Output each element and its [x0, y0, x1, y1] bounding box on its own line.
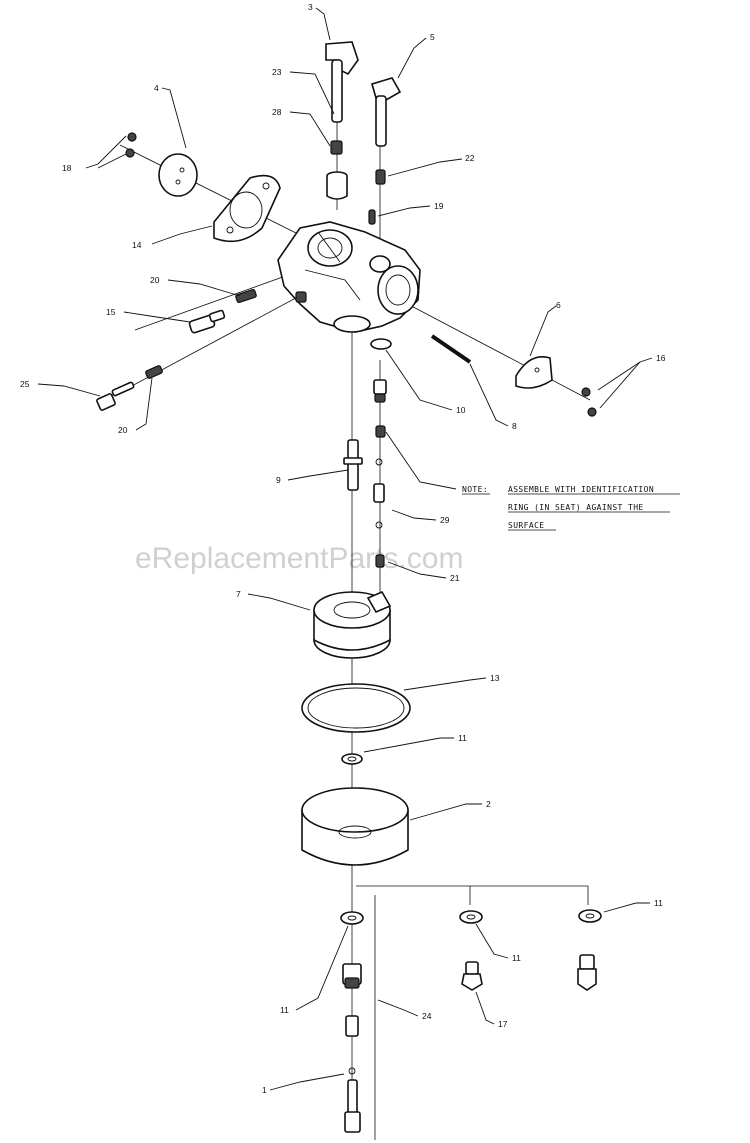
note-line-3: SURFACE [508, 521, 545, 530]
callout-24: 24 [422, 1011, 432, 1021]
leader-lines [37, 7, 653, 1091]
callout-19: 19 [434, 201, 444, 211]
float-pin [430, 334, 472, 364]
idle-speed-screw [188, 309, 226, 334]
callout-21: 21 [450, 573, 460, 583]
callout-6: 6 [556, 300, 561, 310]
callout-15: 15 [106, 307, 116, 317]
high-speed-needle [344, 1079, 361, 1133]
float-bowl-gasket [301, 683, 411, 733]
callout-7: 7 [236, 589, 241, 599]
washer [341, 753, 363, 765]
shaft-bushing [326, 171, 348, 200]
idle-mixture-screw [96, 381, 135, 411]
choke-spring [375, 169, 386, 185]
inlet-needle-valve [373, 483, 385, 503]
callout-20-upper: 20 [150, 275, 160, 285]
float [313, 590, 392, 659]
callout-1: 1 [262, 1085, 267, 1095]
callout-18: 18 [62, 163, 72, 173]
note-label: NOTE: [462, 485, 488, 494]
callout-28: 28 [272, 107, 282, 117]
note-line-2: RING (IN SEAT) AGAINST THE [508, 503, 644, 512]
callout-22: 22 [465, 153, 475, 163]
throttle-shaft [325, 41, 359, 123]
inlet-needle-seat [373, 379, 387, 403]
callout-29: 29 [440, 515, 450, 525]
callout-labels: 3 5 23 4 28 22 18 19 14 20 6 15 16 25 10… [20, 2, 666, 1095]
float-bowl [301, 787, 409, 866]
idle-mixture-spring [235, 289, 257, 303]
pin [368, 209, 376, 225]
inlet-seat-gasket [370, 338, 392, 350]
throttle-plate-screw [587, 407, 597, 417]
callout-3: 3 [308, 2, 313, 12]
callout-10: 10 [456, 405, 466, 415]
needle-clip [375, 554, 385, 568]
throttle-plate-screw [581, 387, 591, 397]
callout-14: 14 [132, 240, 142, 250]
choke-plate-screws [125, 132, 137, 158]
callout-11-middle: 11 [512, 953, 521, 963]
bowl-nut [342, 963, 362, 1037]
inlet-needle [375, 425, 386, 438]
callout-11-upper: 11 [458, 733, 467, 743]
main-nozzle [343, 439, 363, 491]
throttle-plate [515, 356, 553, 389]
callout-16: 16 [656, 353, 666, 363]
callout-20-lower: 20 [118, 425, 128, 435]
callout-2: 2 [486, 799, 491, 809]
callout-9: 9 [276, 475, 281, 485]
choke-shaft [371, 77, 402, 147]
mounting-gasket [213, 174, 281, 243]
throttle-spring [330, 140, 343, 155]
callout-25: 25 [20, 379, 30, 389]
callout-13: 13 [490, 673, 500, 683]
drain-plug-alt [577, 954, 597, 991]
assembly-note: NOTE: ASSEMBLE WITH IDENTIFICATION RING … [462, 485, 680, 531]
callout-17: 17 [498, 1019, 508, 1029]
watermark: eReplacementParts.com [135, 542, 463, 575]
callout-11-right: 11 [654, 898, 663, 908]
callout-8: 8 [512, 421, 517, 431]
callout-5: 5 [430, 32, 435, 42]
idle-speed-spring [145, 365, 163, 379]
callout-4: 4 [154, 83, 159, 93]
drain-washer [578, 909, 602, 923]
callout-23: 23 [272, 67, 282, 77]
bowl-nut-washer [340, 911, 364, 925]
choke-plate [158, 153, 198, 197]
drain-plug [461, 961, 483, 991]
drain-washer [459, 910, 483, 924]
carburetor-body [277, 221, 421, 333]
callout-11-left: 11 [280, 1005, 289, 1015]
note-line-1: ASSEMBLE WITH IDENTIFICATION [508, 485, 654, 494]
